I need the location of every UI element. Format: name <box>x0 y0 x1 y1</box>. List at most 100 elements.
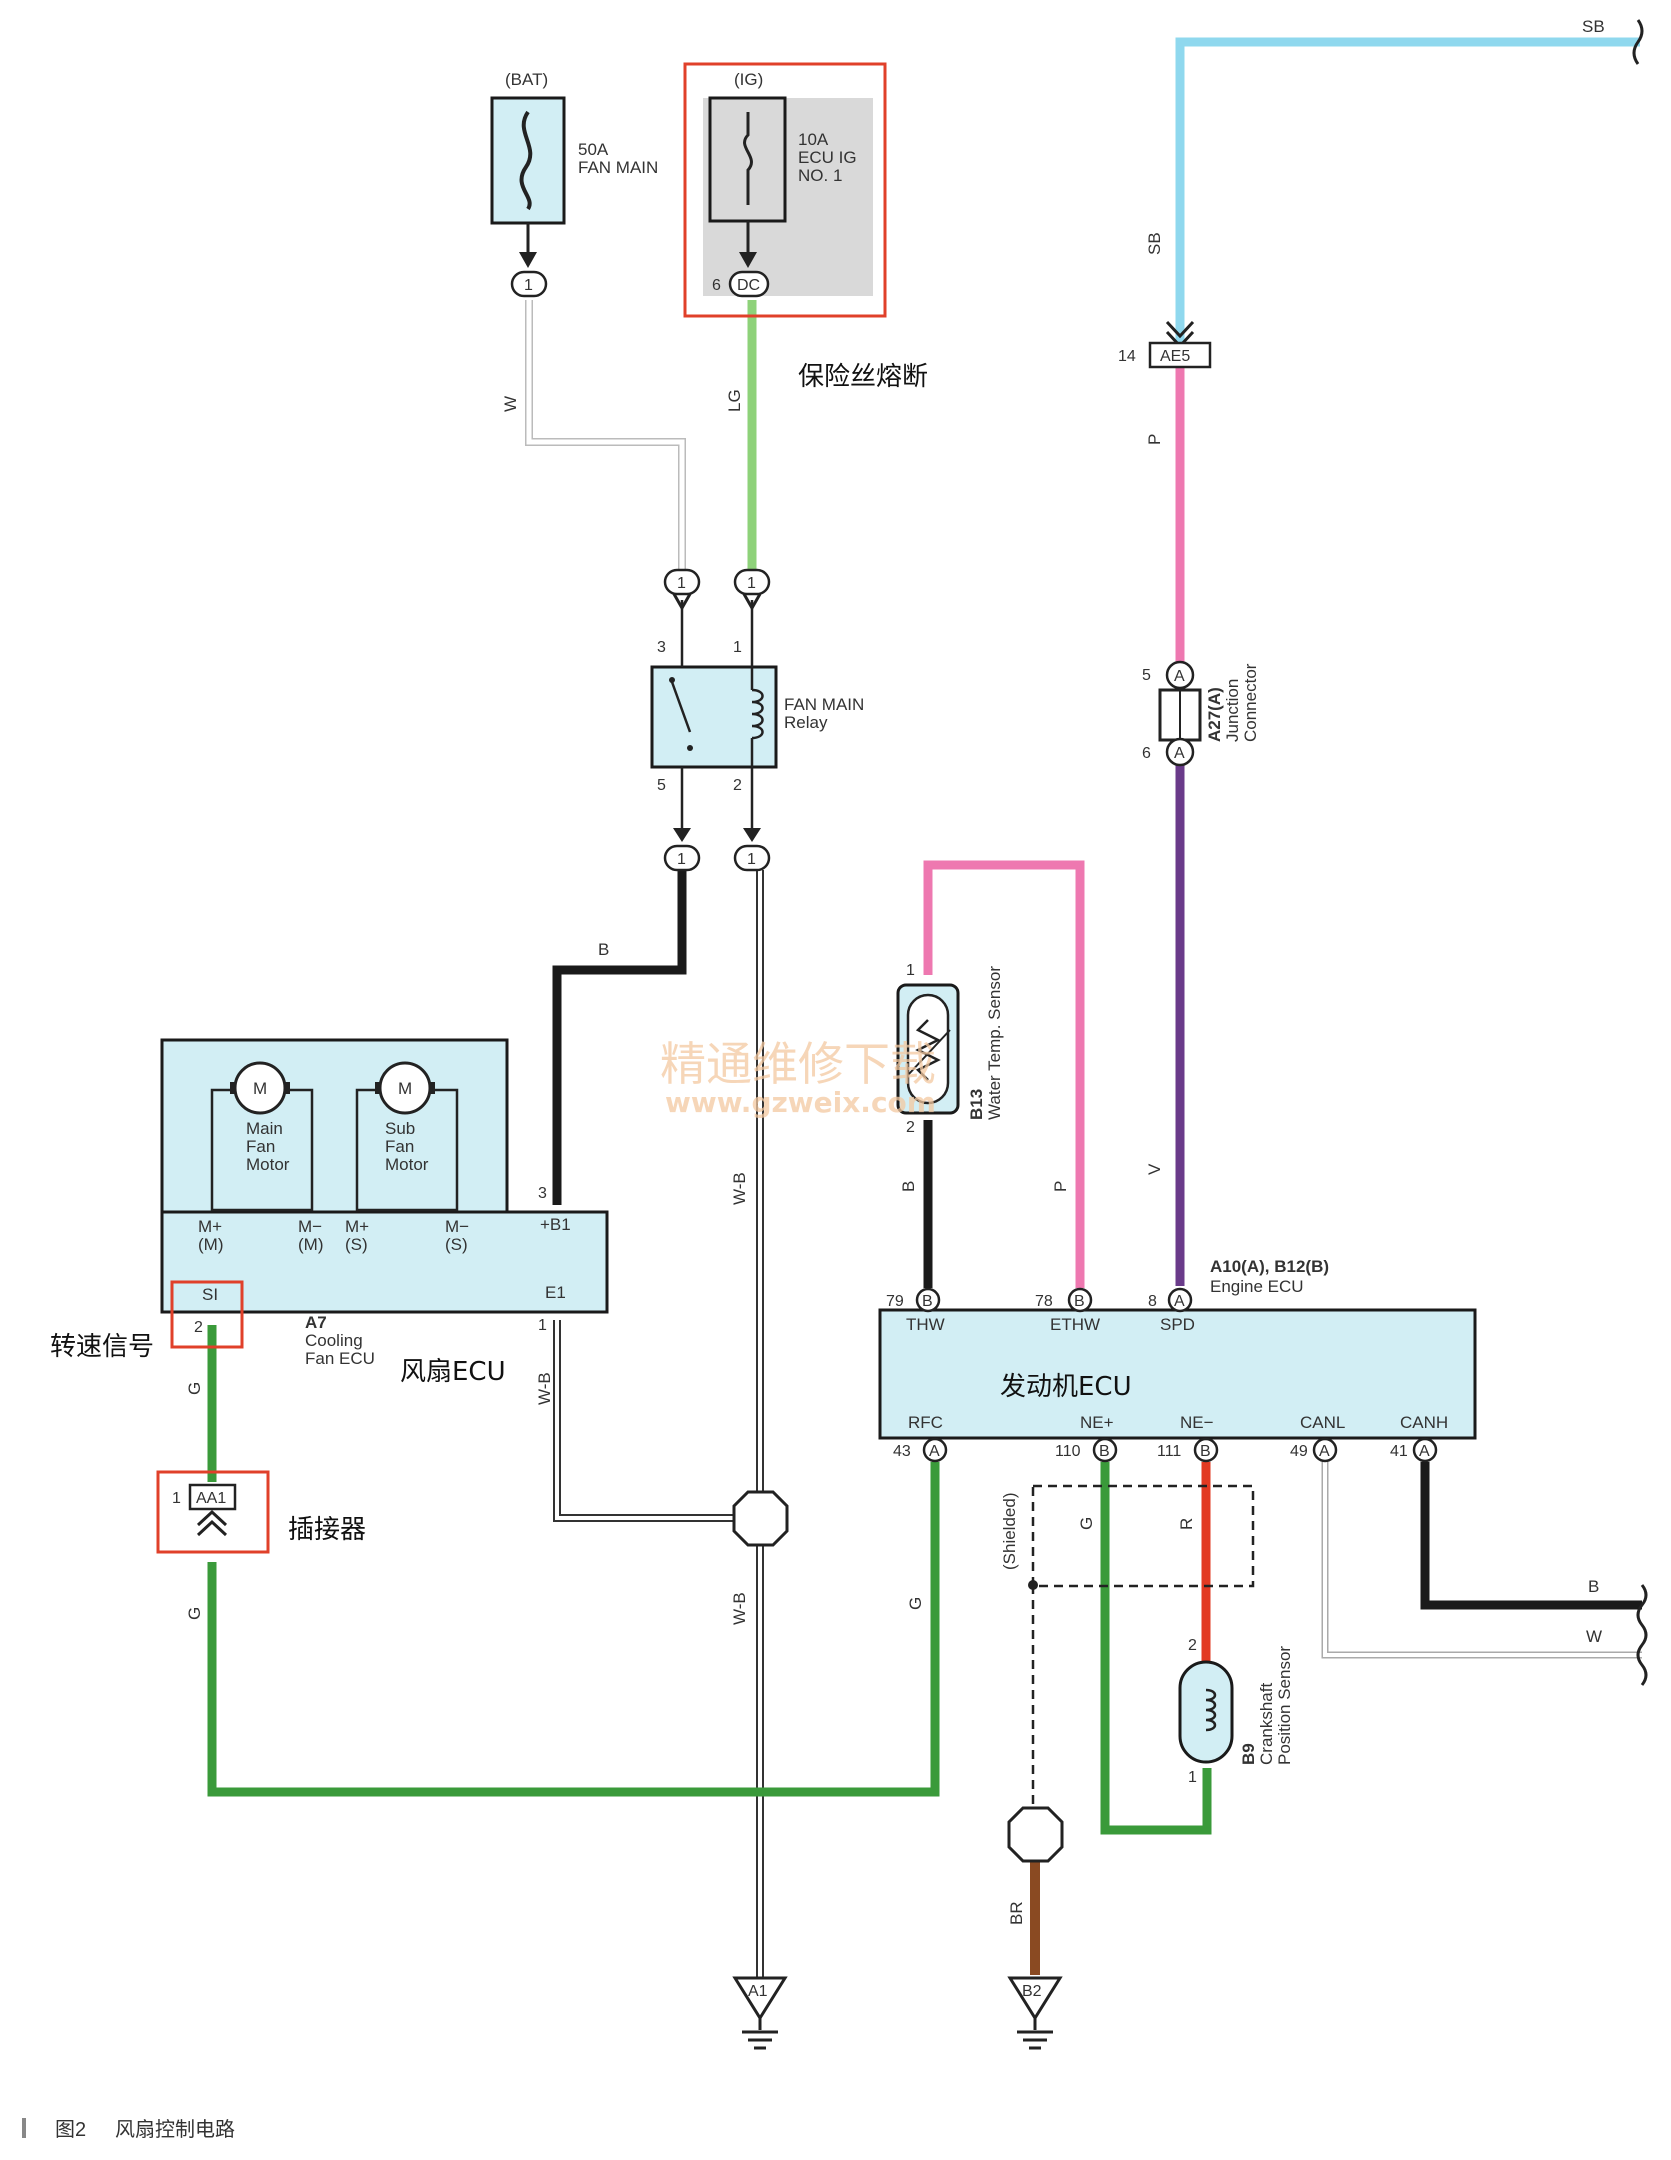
splice-wb <box>732 1490 789 1547</box>
pin-m-plus-s: M+ <box>345 1217 369 1236</box>
a27-pin-a-top: A <box>1174 668 1185 685</box>
si-highlight <box>170 1280 244 1349</box>
a27-label-2: Connector <box>1241 663 1260 742</box>
fuse-ig-arrow-icon <box>739 252 757 268</box>
pin-41-conn: A <box>1419 1443 1430 1460</box>
caption-figure: 图2 <box>55 2119 86 2141</box>
wire-label-lg: LG <box>725 389 744 412</box>
pin-canl: CANL <box>1300 1413 1345 1432</box>
pin-8-conn: A <box>1174 1293 1185 1310</box>
main-motor-m: M <box>253 1079 267 1098</box>
pin-41-num: 41 <box>1390 1443 1408 1460</box>
pin-43 <box>922 1437 948 1463</box>
annotation-fan-ecu: 风扇ECU <box>400 1357 506 1387</box>
sb-break-mark <box>1632 19 1644 65</box>
main-motor-l3: Motor <box>246 1155 290 1174</box>
pin-49-num: 49 <box>1290 1443 1308 1460</box>
pickup-coil-icon <box>1205 1688 1217 1732</box>
wire-label-w: W <box>501 396 520 412</box>
shield-box <box>1031 1484 1255 1588</box>
a27-pin-a-bot: A <box>1174 745 1185 762</box>
fuse-bat-amp: 50A <box>578 140 609 159</box>
relay-pin-2: 2 <box>733 777 742 794</box>
a27-pin-5: 5 <box>1142 667 1151 684</box>
pin-78-num: 78 <box>1035 1293 1053 1310</box>
wire-wb-e1 <box>553 1320 737 1522</box>
wire-label-g-4: G <box>1077 1517 1096 1530</box>
can-break-mark <box>1636 1584 1648 1686</box>
pin-si: SI <box>202 1285 218 1304</box>
wire-label-br: BR <box>1007 1901 1026 1925</box>
pin-110-conn: B <box>1099 1443 1110 1460</box>
ground-a1-label: A1 <box>748 1983 768 2000</box>
b9-label-2: Position Sensor <box>1275 1646 1294 1765</box>
b13-pin-1: 1 <box>906 962 915 979</box>
relay-switch-icon <box>670 681 692 733</box>
relay-bot-1-label: 1 <box>677 851 686 868</box>
wire-label-b: B <box>598 940 609 959</box>
fuse-ig-amp: 10A <box>798 130 829 149</box>
b9-pin-1: 1 <box>1188 1769 1197 1786</box>
fan-pin-1: 1 <box>538 1317 547 1334</box>
conn-ae5-label: AE5 <box>1160 348 1190 365</box>
wire-label-sb: SB <box>1145 232 1164 255</box>
a27-pin-6: 6 <box>1142 745 1151 762</box>
label-ig: (IG) <box>734 70 763 89</box>
main-motor-l2: Fan <box>246 1137 275 1156</box>
conn-relay-bot-1 <box>663 844 701 872</box>
pin-m-minus-m-sub: (M) <box>298 1235 323 1254</box>
pin-78 <box>1067 1287 1093 1313</box>
wire-g-rfc <box>207 1462 940 1797</box>
pin-thw: THW <box>906 1315 945 1334</box>
fan-ecu-box <box>160 1210 609 1314</box>
pin-rfc: RFC <box>908 1413 943 1432</box>
annotation-engine-ecu: 发动机ECU <box>1000 1372 1132 1402</box>
wire-sb <box>1175 37 1640 345</box>
wire-label-p: P <box>1145 434 1164 445</box>
main-motor-l1: Main <box>246 1119 283 1138</box>
pin-e1: E1 <box>545 1283 566 1302</box>
label-bat: (BAT) <box>505 70 548 89</box>
fuse-ig-l3: NO. 1 <box>798 166 842 185</box>
fuse-bat-name: FAN MAIN <box>578 158 658 177</box>
a27-code: A27(A) <box>1205 687 1224 742</box>
fuse-bat-arrow-icon <box>519 252 537 268</box>
relay-pin-3: 3 <box>657 639 666 656</box>
wire-label-wb-1: W-B <box>730 1172 749 1205</box>
relay-label-1: FAN MAIN <box>784 695 864 714</box>
aa1-highlight <box>156 1470 270 1554</box>
pin-111-num: 111 <box>1157 1443 1181 1460</box>
wire-label-g-2: G <box>185 1607 204 1620</box>
relay-coil-icon <box>751 688 764 740</box>
relay-top-2-label: 1 <box>747 575 756 592</box>
wire-label-g-1: G <box>185 1382 204 1395</box>
engine-ecu-box <box>878 1308 1477 1440</box>
ground-a1-icon <box>732 1976 788 2021</box>
conn-aa1 <box>188 1483 237 1511</box>
wire-label-v: V <box>1145 1163 1164 1175</box>
wire-label-b-thw: B <box>899 1181 918 1192</box>
wire-label-p-ethw: P <box>1051 1181 1070 1192</box>
pin-m-plus-m-sub: (M) <box>198 1235 223 1254</box>
engine-ecu-name: Engine ECU <box>1210 1277 1304 1296</box>
fuse-ig-highlight <box>683 62 887 318</box>
relay-pin-1: 1 <box>733 639 742 656</box>
sub-motor-l2: Fan <box>385 1137 414 1156</box>
wire-label-b-can: B <box>1588 1577 1599 1596</box>
wire-g-ne <box>1100 1462 1212 1835</box>
conn-aa1-label: AA1 <box>196 1490 226 1507</box>
pin-ethw: ETHW <box>1050 1315 1100 1334</box>
b13-code: B13 <box>967 1089 986 1120</box>
wire-label-w-can: W <box>1586 1627 1602 1646</box>
b13-pin-2: 2 <box>906 1119 915 1136</box>
pin-canh: CANH <box>1400 1413 1448 1432</box>
pin-110-num: 110 <box>1055 1443 1081 1460</box>
pin-m-minus-s: M− <box>445 1217 469 1236</box>
pin-8 <box>1167 1287 1193 1313</box>
shielded-label: (Shielded) <box>1000 1493 1019 1571</box>
conn-relay-bot-2 <box>733 844 771 872</box>
b9-pin-2: 2 <box>1188 1637 1197 1654</box>
sub-motor-l3: Motor <box>385 1155 429 1174</box>
splice-shield <box>1007 1806 1064 1863</box>
pin-79-num: 79 <box>886 1293 904 1310</box>
